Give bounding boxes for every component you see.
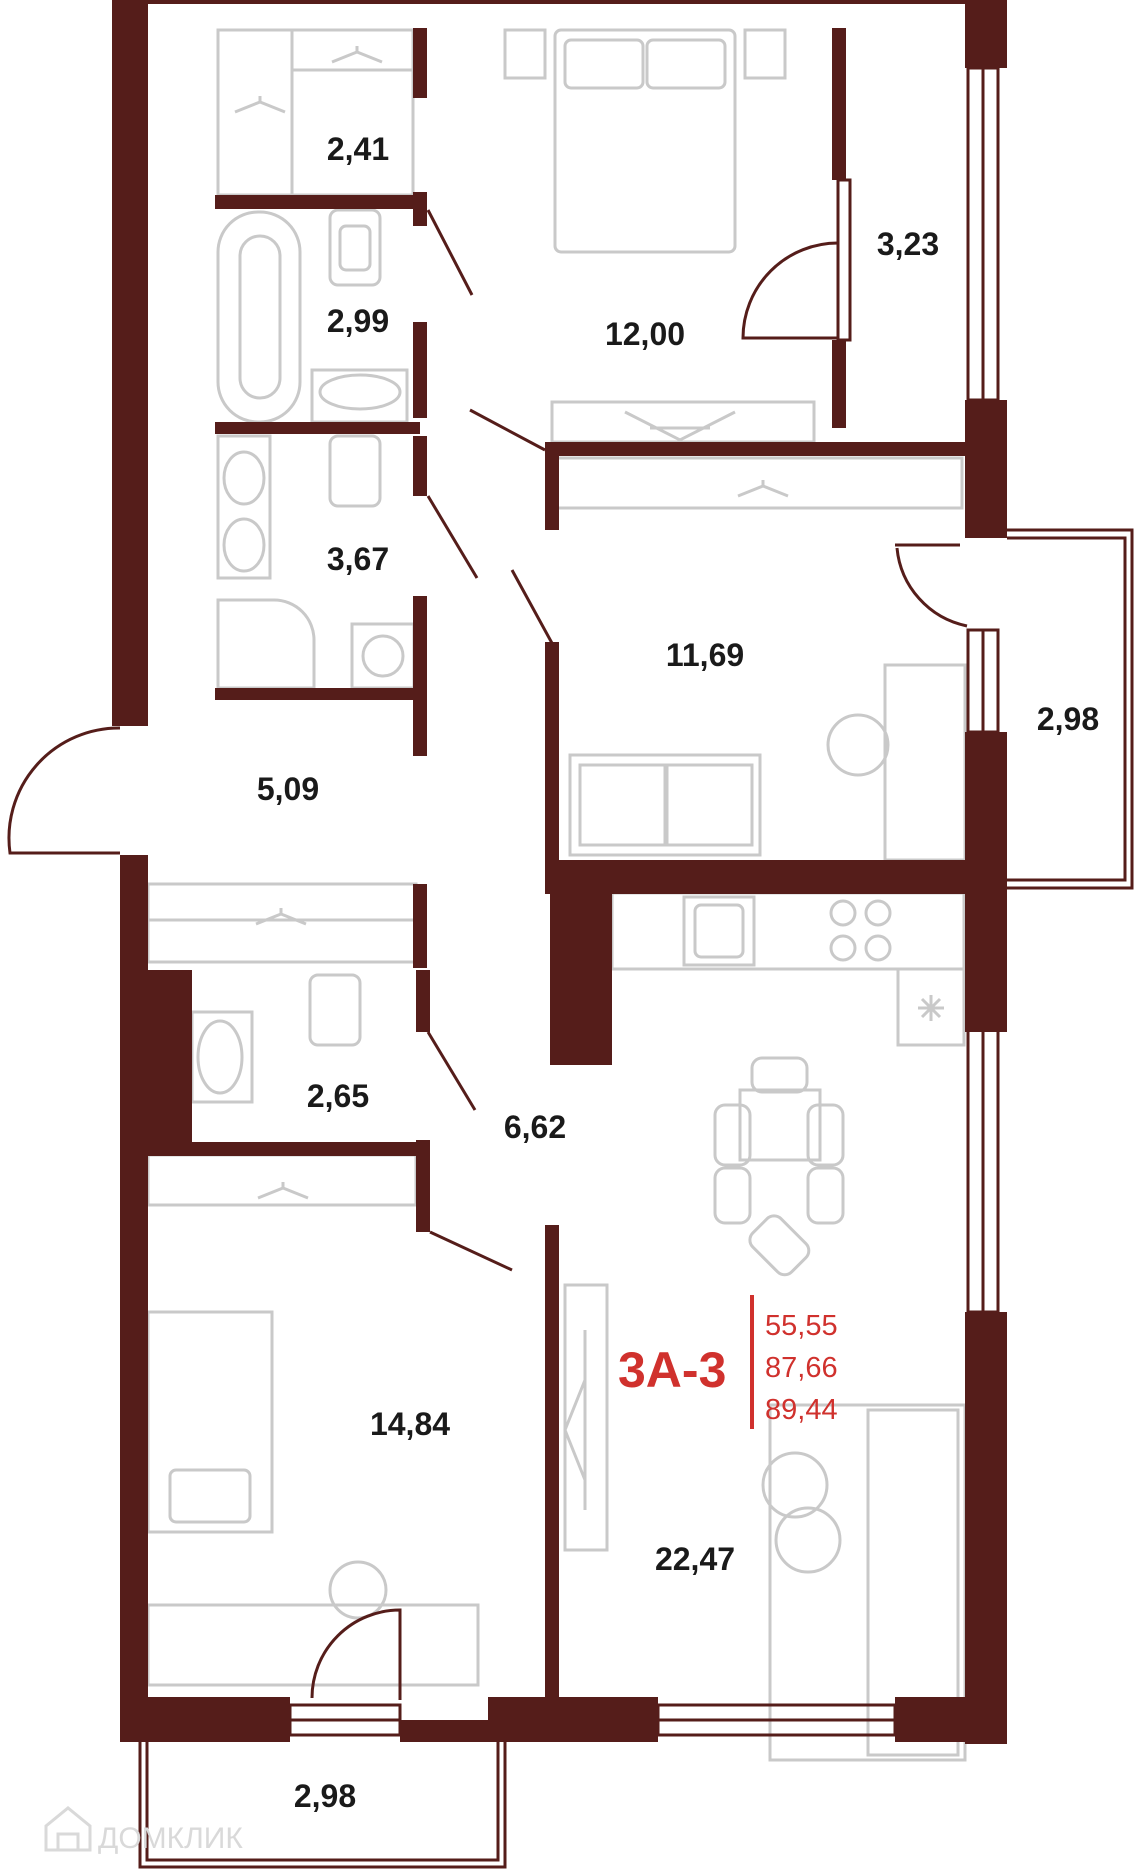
toilet-icon [308,973,362,1047]
door-balcony-right [895,547,968,628]
hanger-icon [331,46,383,64]
balcony-right-outline [1007,528,1134,890]
unit-area-living: 55,55 [765,1310,838,1342]
windows-layer [138,66,1134,1869]
hanger-icon [257,1182,309,1200]
wall-bath2-bottom [215,688,427,700]
bed-bottom [146,1310,274,1534]
unit-divider [750,1295,754,1429]
window-dressing [836,178,852,342]
bed-top [553,28,737,254]
wall-wc-bottom [148,1142,430,1156]
door-bath2 [426,495,479,579]
room-labels: 2,41 2,99 3,67 5,09 2,65 6,62 12,00 3,23… [257,131,1099,1814]
area-bathroom-2: 3,67 [327,541,389,577]
door-wc [426,1031,477,1111]
walls-layer [112,0,1007,1744]
wall-column [550,860,612,1065]
door-bedroom-bottom [429,1230,513,1272]
wall-bottom-3 [895,1697,1007,1742]
area-balcony-bottom: 2,98 [294,1778,356,1814]
dining-table [738,1088,822,1162]
area-wc: 2,65 [307,1078,369,1114]
balcony-bottom-outline [138,1742,507,1869]
area-bedroom-top: 12,00 [605,316,685,352]
area-balcony-right: 2,98 [1037,701,1099,737]
area-dressing-top: 3,23 [877,226,939,262]
desk-middle [883,663,967,862]
wall-top-right [965,0,1007,68]
wall-bath-divider [215,422,420,434]
door-bath1 [426,209,474,296]
desk-bottom [146,1603,480,1687]
toilet-icon [328,434,382,508]
wall-left-top [112,0,148,705]
shower-cabin [216,598,316,690]
fridge [896,967,966,1047]
area-bedroom-bottom: 14,84 [370,1406,450,1442]
area-bathroom-1: 2,99 [327,303,389,339]
sink-icon [310,368,409,424]
unit-code: 3А-3 [618,1342,726,1398]
washing-machine [350,622,416,690]
door-dressing [741,241,839,340]
door-balcony-bottom [310,1608,402,1700]
wardrobe-hall [146,882,418,964]
doors-layer [7,209,968,1700]
wall-mid-left [545,642,559,864]
wardrobe-top [216,28,415,197]
sofa-middle [568,753,762,857]
area-hall: 5,09 [257,771,319,807]
kitchen-counter [610,891,966,971]
wall-right-1 [965,400,1007,538]
wall-living-left [545,1225,559,1700]
wall-mid-bottom [545,860,965,894]
wall-mid-horizontal [545,442,965,456]
tv-stand-top [550,400,816,444]
area-kitchen-living: 22,47 [655,1541,735,1577]
hanger-icon [234,96,286,114]
watermark: ДОМКЛИК [44,1806,243,1855]
hanger-icon [255,908,307,926]
door-bedroom-mid [510,569,555,646]
unit-area-total: 87,66 [765,1352,838,1384]
wall-bedroom-partition [832,28,846,180]
wall-bottom-1 [120,1697,290,1742]
toilet-icon [328,208,382,287]
area-bedroom-middle: 11,69 [666,637,744,673]
wall-wardrobe-bottom [215,195,415,209]
cooktop-icon [829,899,892,962]
area-wardrobe-top: 2,41 [327,131,389,167]
wall-right-3 [965,1312,1007,1744]
house-logo-icon [44,1806,92,1852]
bathtub [216,210,302,424]
double-sink [216,434,272,580]
tv-unit-living [563,1283,609,1552]
unit-area-with-balcony: 89,44 [765,1394,838,1426]
area-corridor: 6,62 [504,1109,566,1145]
wardrobe-middle [550,456,964,510]
door-bedroom-top [469,408,546,452]
hanger-icon [737,480,789,498]
wall-bottom-2 [488,1697,658,1742]
wardrobe-bottom [146,1153,418,1207]
door-entrance [7,726,121,855]
kitchen-sink [682,895,756,967]
watermark-text: ДОМКЛИК [98,1822,243,1855]
unit-info: 3А-3 55,55 87,66 89,44 [618,1295,838,1429]
